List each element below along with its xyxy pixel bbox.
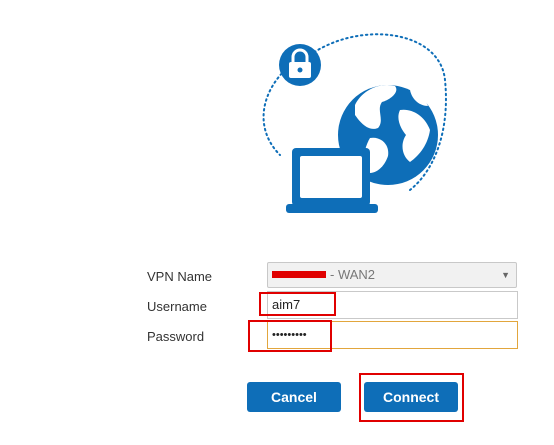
vpn-name-label: VPN Name bbox=[147, 269, 213, 284]
orbit-path-left bbox=[262, 69, 286, 156]
password-value: ••••••••• bbox=[272, 329, 307, 341]
connect-button[interactable]: Connect bbox=[364, 382, 458, 412]
cancel-button[interactable]: Cancel bbox=[247, 382, 341, 412]
username-value: aim7 bbox=[272, 297, 301, 312]
password-label: Password bbox=[147, 329, 205, 344]
vpn-illustration bbox=[262, 33, 447, 213]
username-label: Username bbox=[147, 299, 207, 314]
laptop-icon bbox=[286, 148, 378, 213]
redaction-mark bbox=[272, 270, 326, 278]
vpn-name-value: - WAN2 bbox=[330, 267, 376, 282]
password-field[interactable]: ••••••••• bbox=[267, 321, 518, 349]
vpn-name-select[interactable]: - WAN2 ▼ bbox=[267, 262, 517, 288]
username-field[interactable]: aim7 bbox=[267, 291, 518, 319]
orbit-path bbox=[309, 33, 447, 191]
chevron-down-icon: ▼ bbox=[501, 270, 510, 280]
padlock-icon bbox=[279, 44, 321, 86]
